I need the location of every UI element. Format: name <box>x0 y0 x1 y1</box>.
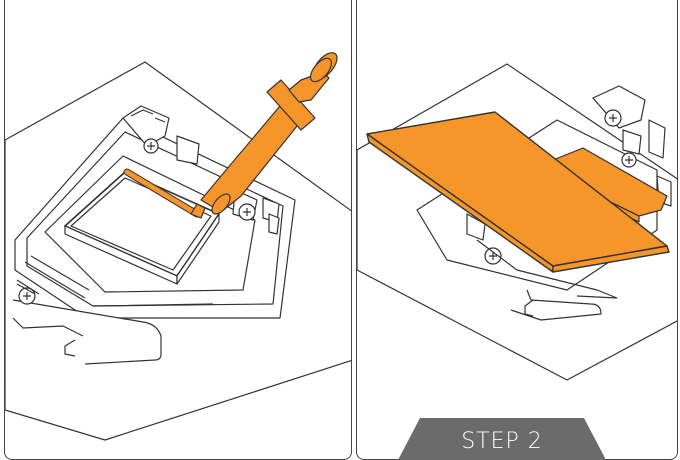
panel-apply-paste <box>4 0 352 460</box>
panel-spread-paste <box>356 0 678 460</box>
cpu-socket-with-syringe-drawing <box>5 52 351 441</box>
thermal-paste-syringe-icon <box>190 52 338 219</box>
step-badge <box>398 418 606 460</box>
step-label: STEP 2 <box>461 428 543 454</box>
spreader-card-icon <box>366 111 670 273</box>
cpu-socket-with-spreader-drawing <box>357 63 677 381</box>
cpu-chip <box>64 171 220 285</box>
